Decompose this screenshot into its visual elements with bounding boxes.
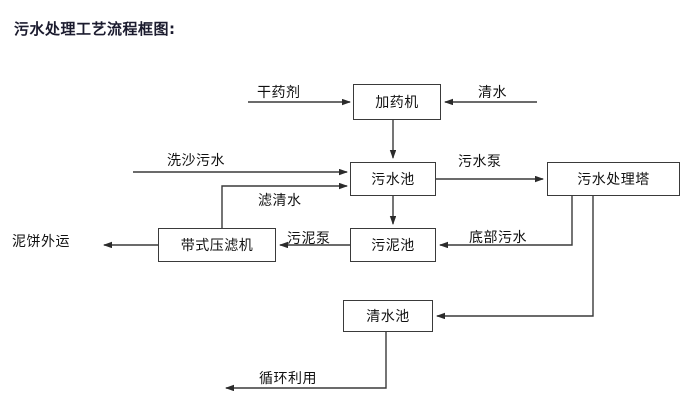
label-clean-water: 清水 — [478, 85, 507, 101]
node-sewage-pool[interactable]: 污水池 — [350, 162, 436, 196]
page-title: 污水处理工艺流程框图: — [14, 20, 176, 38]
label-wash-sand-sewage: 洗沙污水 — [167, 153, 225, 169]
node-belt-filter-press[interactable]: 带式压滤机 — [158, 228, 276, 262]
label-sludge-pump: 污泥泵 — [287, 231, 331, 247]
node-label: 清水池 — [366, 309, 410, 325]
node-dosing-machine[interactable]: 加药机 — [353, 84, 441, 120]
node-label: 加药机 — [375, 95, 419, 111]
edge-filtrate-to-pool — [221, 182, 348, 228]
label-recycle-reuse: 循环利用 — [259, 371, 317, 387]
edge-tower-to-sludge — [439, 196, 573, 249]
edge-tower-to-clear — [436, 196, 594, 320]
node-clear-water-pool[interactable]: 清水池 — [343, 300, 433, 332]
node-label: 带式压滤机 — [180, 238, 254, 254]
label-dry-agent: 干药剂 — [257, 85, 301, 101]
label-sewage-pump: 污水泵 — [458, 154, 502, 170]
node-sludge-pool[interactable]: 污泥池 — [350, 228, 436, 262]
label-bottom-sewage: 底部污水 — [469, 230, 527, 246]
edge-clear-to-recycle — [225, 332, 387, 392]
node-label: 污泥池 — [371, 238, 415, 254]
label-filtrate-water: 滤清水 — [258, 193, 302, 209]
node-label: 污水池 — [371, 172, 415, 188]
label-mud-cake-transport: 泥饼外运 — [12, 234, 70, 250]
node-treatment-tower[interactable]: 污水处理塔 — [547, 162, 680, 196]
node-label: 污水处理塔 — [577, 172, 650, 188]
